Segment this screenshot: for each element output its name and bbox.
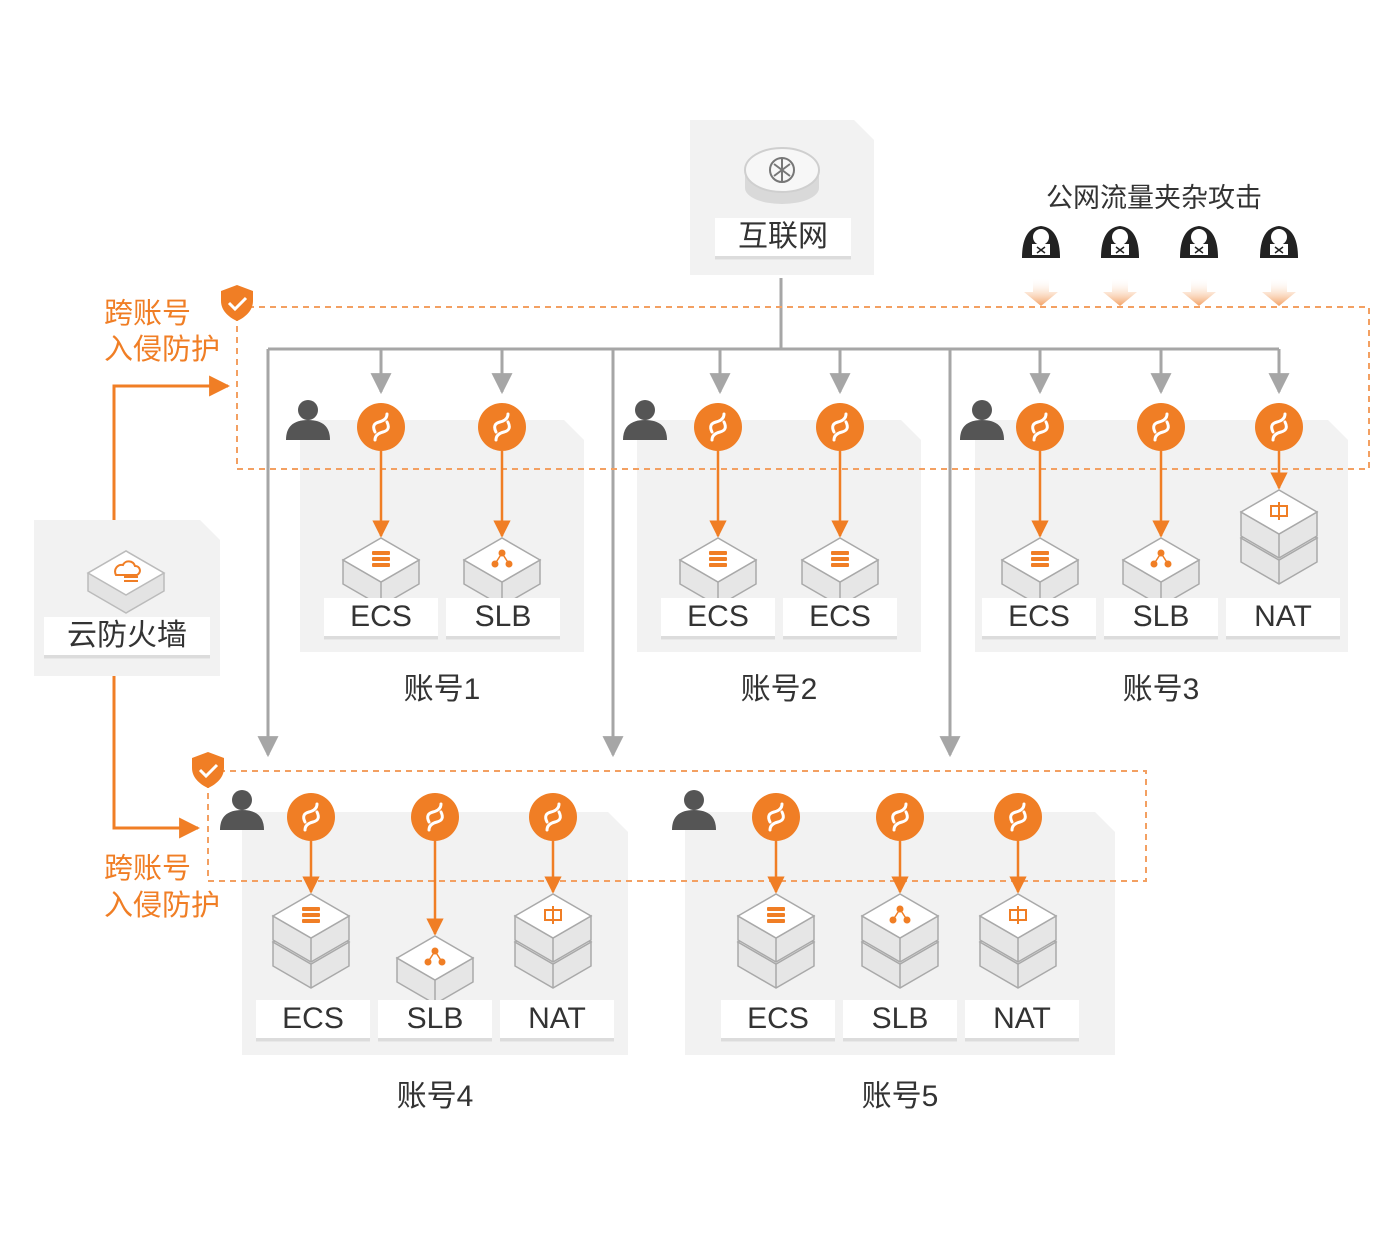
firewall-label: 云防火墙 bbox=[44, 617, 210, 658]
protection-upper-line2: 入侵防护 bbox=[104, 334, 221, 366]
account-5-resource-1-label: ECS bbox=[721, 1000, 835, 1041]
ecs-icon bbox=[271, 893, 351, 989]
internet-label: 互联网 bbox=[715, 218, 851, 259]
protection-node-icon bbox=[1255, 403, 1303, 451]
nat-icon bbox=[1239, 489, 1319, 585]
account-4-resource-2-label: SLB bbox=[378, 1000, 492, 1041]
account-5-name: 账号5 bbox=[861, 1080, 939, 1113]
ecs-icon bbox=[1000, 537, 1080, 607]
account-3-ecs-node bbox=[1000, 403, 1080, 607]
user-icon bbox=[960, 400, 1004, 440]
account-4-ecs-node bbox=[271, 793, 351, 989]
user-icon bbox=[220, 790, 264, 830]
account-3-name: 账号3 bbox=[1122, 673, 1200, 706]
account-1-slb-node bbox=[462, 403, 542, 607]
account-5-slb-node bbox=[860, 793, 940, 989]
account-1-name: 账号1 bbox=[403, 673, 481, 706]
attacker-icon bbox=[1022, 226, 1060, 258]
network-lines bbox=[257, 278, 1290, 758]
attackers-group bbox=[1022, 226, 1298, 258]
account-2-ecs-node bbox=[678, 403, 758, 607]
account-1-ecs-node bbox=[341, 403, 421, 607]
slb-icon bbox=[395, 935, 475, 1005]
account-4-name: 账号4 bbox=[396, 1080, 474, 1113]
account-5-ecs-node bbox=[736, 793, 816, 989]
attacker-icon bbox=[1260, 226, 1298, 258]
slb-icon bbox=[860, 893, 940, 989]
protection-zones bbox=[207, 306, 1370, 882]
protection-upper-line1: 跨账号 bbox=[104, 298, 192, 330]
nat-icon bbox=[978, 893, 1058, 989]
shield-icon bbox=[221, 285, 253, 321]
protection-node-icon bbox=[994, 793, 1042, 841]
account-3-slb-node bbox=[1121, 403, 1201, 607]
account-5-nat-node bbox=[978, 793, 1058, 989]
attacker-icon bbox=[1101, 226, 1139, 258]
nodes-layer bbox=[220, 400, 1319, 1005]
account-4-resource-3-label: NAT bbox=[500, 1000, 614, 1041]
attacker-icon bbox=[1180, 226, 1218, 258]
internet-icon bbox=[744, 147, 820, 204]
account-3-nat-node bbox=[1239, 403, 1319, 585]
account-5-resource-2-label: SLB bbox=[843, 1000, 957, 1041]
protection-lower-line2: 入侵防护 bbox=[104, 890, 221, 922]
protection-lower-line1: 跨账号 bbox=[104, 853, 192, 885]
protection-node-icon bbox=[1137, 403, 1185, 451]
protection-node-icon bbox=[478, 403, 526, 451]
ecs-icon bbox=[736, 893, 816, 989]
protection-node-icon bbox=[357, 403, 405, 451]
account-3-resource-2-label: SLB bbox=[1104, 598, 1218, 639]
account-4-resource-1-label: ECS bbox=[256, 1000, 370, 1041]
slb-icon bbox=[462, 537, 542, 607]
protection-node-icon bbox=[752, 793, 800, 841]
attack-title: 公网流量夹杂攻击 bbox=[1046, 183, 1262, 213]
nat-icon bbox=[513, 893, 593, 989]
protection-node-icon bbox=[411, 793, 459, 841]
shield-icon bbox=[192, 752, 224, 788]
user-icon bbox=[623, 400, 667, 440]
protection-node-icon bbox=[1016, 403, 1064, 451]
protection-node-icon bbox=[876, 793, 924, 841]
user-icon bbox=[672, 790, 716, 830]
user-icon bbox=[286, 400, 330, 440]
account-1-resource-2-label: SLB bbox=[446, 598, 560, 639]
account-5-resource-3-label: NAT bbox=[965, 1000, 1079, 1041]
account-3-resource-1-label: ECS bbox=[982, 598, 1096, 639]
account-1-resource-1-label: ECS bbox=[324, 598, 438, 639]
protection-node-icon bbox=[529, 793, 577, 841]
slb-icon bbox=[1121, 537, 1201, 607]
ecs-icon bbox=[800, 537, 880, 607]
protection-node-icon bbox=[816, 403, 864, 451]
account-2-resource-1-label: ECS bbox=[661, 598, 775, 639]
attack-arrows bbox=[1024, 278, 1296, 306]
account-3-resource-3-label: NAT bbox=[1226, 598, 1340, 639]
protection-node-icon bbox=[694, 403, 742, 451]
ecs-icon bbox=[678, 537, 758, 607]
ecs-icon bbox=[341, 537, 421, 607]
account-4-nat-node bbox=[513, 793, 593, 989]
account-2-resource-2-label: ECS bbox=[783, 598, 897, 639]
firewall-routes bbox=[112, 375, 231, 839]
account-4-slb-node bbox=[395, 793, 475, 1005]
protection-node-icon bbox=[287, 793, 335, 841]
firewall-icon bbox=[86, 550, 166, 614]
account-2-ecs-node bbox=[800, 403, 880, 607]
account-2-name: 账号2 bbox=[740, 673, 818, 706]
